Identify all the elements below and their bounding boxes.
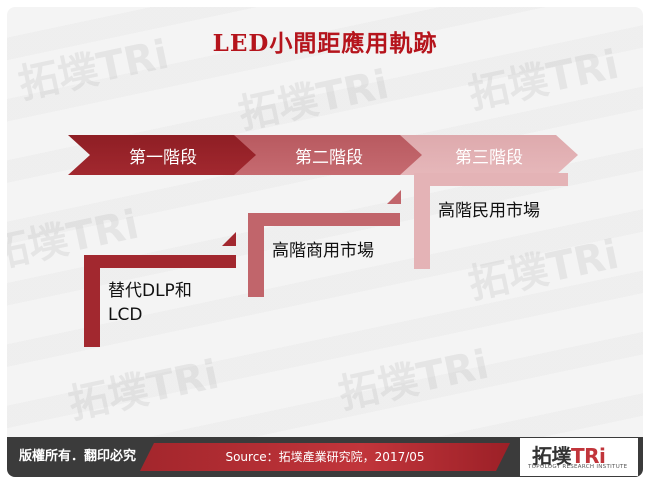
page-title: LED小間距應用軌跡 xyxy=(212,30,438,57)
footer-source: Source：拓墣產業研究院，2017/05 xyxy=(140,443,510,471)
step-label-1b: LCD xyxy=(108,305,143,325)
footer-rights: 版權所有．翻印必究 xyxy=(19,449,137,464)
step-label-1a: 替代DLP和 xyxy=(108,281,192,301)
logo-text-tri: TRi xyxy=(571,444,606,468)
stage-arrow-1: 第一階段 xyxy=(68,135,258,175)
logo-text: 拓墣TRi xyxy=(532,440,606,469)
brand-logo: 拓墣TRi TOPOLOGY RESEARCH INSTITUTE xyxy=(520,438,638,476)
step-bracket-3 xyxy=(414,173,568,269)
watermark-pattern xyxy=(7,7,643,477)
step-bracket-1 xyxy=(84,255,236,347)
slide-frame: 拓墣TRi 拓墣TRi 拓墣TRi 拓墣TRi 拓墣TRi 拓墣TRi 拓墣TR… xyxy=(7,7,643,477)
logo-text-cn: 拓墣 xyxy=(532,444,572,468)
step-bracket-2 xyxy=(248,213,400,297)
step-label-2: 高階商用市場 xyxy=(272,241,374,261)
stage-label-3: 第三階段 xyxy=(455,147,523,168)
stage-arrow-2: 第二階段 xyxy=(234,135,424,175)
stage-label-1: 第一階段 xyxy=(129,147,197,168)
stage-arrow-3: 第三階段 xyxy=(400,135,578,175)
stage-label-2: 第二階段 xyxy=(295,147,363,168)
logo-subtitle: TOPOLOGY RESEARCH INSTITUTE xyxy=(528,464,628,470)
step-label-3: 高階民用市場 xyxy=(438,201,540,221)
